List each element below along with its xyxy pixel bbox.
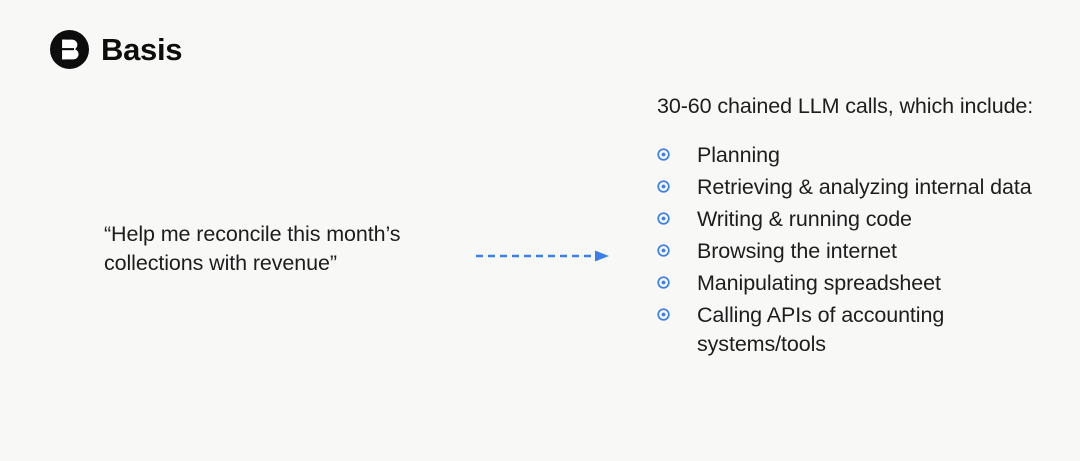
list-item: Calling APIs of accounting systems/tools: [657, 301, 1047, 357]
brand-name: Basis: [101, 32, 183, 67]
dashed-arrow-right-icon: [476, 243, 610, 269]
target-dot-bullet-icon: [657, 244, 670, 257]
list-item: Planning: [657, 141, 1047, 169]
list-item-label: Calling APIs of accounting systems/tools: [697, 303, 945, 356]
list-item-label: Writing & running code: [697, 206, 912, 231]
brand-lockup: Basis: [50, 30, 183, 69]
list-item-label: Browsing the internet: [697, 239, 897, 264]
list-item-label: Planning: [697, 142, 780, 167]
list-item: Retrieving & analyzing internal data: [657, 173, 1047, 201]
list-item: Writing & running code: [657, 205, 1047, 233]
capabilities-panel: 30-60 chained LLM calls, which include: …: [657, 92, 1047, 362]
list-item-label: Manipulating spreadsheet: [697, 271, 941, 296]
capabilities-list: Planning Retrieving & analyzing internal…: [657, 141, 1047, 358]
list-item: Browsing the internet: [657, 237, 1047, 265]
list-item-label: Retrieving & analyzing internal data: [697, 174, 1032, 199]
target-dot-bullet-icon: [657, 147, 670, 161]
capabilities-heading: 30-60 chained LLM calls, which include:: [657, 94, 1034, 118]
basis-b-circle-logo-icon: [50, 30, 89, 69]
user-prompt-quote: “Help me reconcile this month’s collecti…: [104, 222, 401, 275]
target-dot-bullet-icon: [657, 276, 670, 289]
target-dot-bullet-icon: [657, 308, 670, 322]
target-dot-bullet-icon: [657, 212, 670, 225]
list-item: Manipulating spreadsheet: [657, 269, 1047, 297]
target-dot-bullet-icon: [657, 180, 670, 193]
